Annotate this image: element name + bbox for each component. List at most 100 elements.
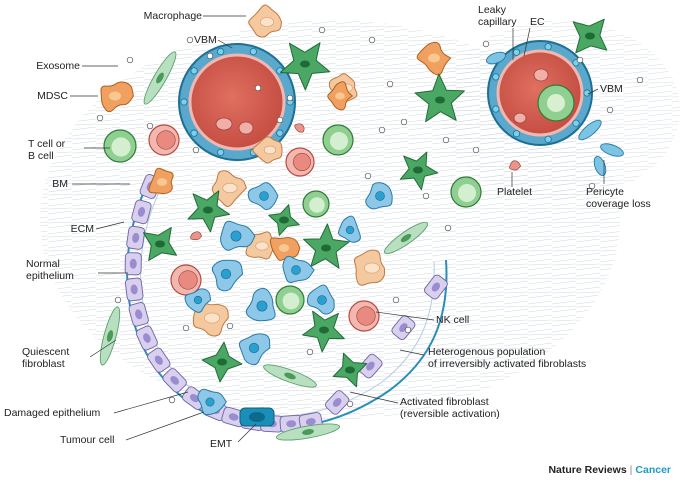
lymphocyte-nucleus [458, 184, 476, 202]
pericyte-cell [485, 51, 507, 65]
endothelial-nucleus [492, 73, 500, 81]
tumour-nucleus [375, 191, 385, 201]
exosome [588, 182, 596, 190]
exosome [400, 118, 408, 126]
nk-nucleus [156, 130, 176, 150]
fibroblast-nucleus [321, 244, 331, 252]
epithelial-nucleus [154, 355, 163, 365]
epithelial-cell [124, 252, 142, 276]
quiescent-nucleus [400, 233, 412, 243]
tumour-nucleus [230, 230, 242, 242]
exosome [182, 324, 190, 332]
epithelial-cell [358, 353, 383, 379]
exosome [576, 56, 584, 64]
label-emt: EMT [210, 438, 233, 450]
platelet [190, 231, 203, 241]
endothelial-nucleus [544, 135, 552, 143]
exosome [192, 146, 200, 154]
epithelial-cell [126, 225, 146, 250]
epithelial-nucleus [228, 413, 239, 421]
lymphocyte-nucleus [309, 197, 325, 213]
exosome [286, 94, 294, 102]
endothelial-nucleus [249, 47, 257, 56]
endothelial-nucleus [276, 129, 284, 137]
tumour-nucleus [248, 342, 260, 354]
epithelial-nucleus [132, 232, 140, 243]
macrophage-nucleus [364, 262, 380, 274]
label-normal-epithelium: Normal epithelium [26, 258, 74, 282]
pericyte-cell [600, 143, 624, 157]
mdsc-nucleus [428, 53, 440, 63]
exosome [392, 296, 400, 304]
epithelial-nucleus [431, 282, 441, 292]
label-ecm: ECM [70, 223, 94, 235]
exosome [606, 106, 614, 114]
endothelial-nucleus [190, 67, 198, 75]
epithelial-nucleus [129, 258, 137, 269]
epithelial-nucleus [135, 309, 143, 320]
lymphocyte-nucleus [111, 137, 131, 157]
tumour-nucleus [220, 268, 232, 280]
exosome [422, 192, 430, 200]
label-pericyte: Pericyte coverage loss [586, 186, 651, 210]
label-heterogenous-fibroblasts: Heterogenous population of irreversibly … [428, 346, 587, 370]
pericyte-cell [593, 155, 607, 177]
exosome [114, 296, 122, 304]
label-mdsc: MDSC [37, 90, 68, 102]
exosome [442, 136, 450, 144]
label-damaged-epithelium: Damaged epithelium [4, 407, 101, 419]
epithelial-cell [128, 302, 149, 327]
epithelial-cell [147, 347, 171, 373]
label-quiescent-fibroblast: Quiescent fibroblast [22, 346, 70, 370]
credit-separator: | [629, 464, 633, 476]
mdsc-nucleus [109, 91, 121, 101]
fibroblast-nucleus [279, 216, 289, 224]
exosome [168, 396, 176, 404]
macrophage-nucleus [204, 312, 220, 324]
leader-lines [70, 15, 605, 443]
exosome [276, 116, 284, 124]
endothelial-nucleus [572, 119, 580, 127]
macrophage-nucleus [222, 182, 238, 194]
epithelial-nucleus [286, 420, 297, 428]
exosome [254, 84, 262, 92]
exosome [126, 56, 134, 64]
label-ec: EC [530, 16, 545, 28]
platelet [509, 160, 522, 171]
label-leaky-capillary: Leaky capillary [478, 4, 517, 28]
exosome [404, 326, 412, 334]
exosome [96, 114, 104, 122]
platelet [294, 123, 305, 133]
tumour-nucleus [259, 191, 269, 201]
nk-nucleus [293, 153, 311, 171]
label-vbm-left: VBM [194, 34, 217, 46]
blood-vessel-left [178, 43, 296, 161]
journal-credit: Nature Reviews|Cancer [548, 464, 671, 476]
exosome [386, 80, 394, 88]
exosome [306, 348, 314, 356]
endothelial-nucleus [544, 43, 552, 51]
nk-nucleus [178, 270, 198, 290]
exosome [318, 26, 326, 34]
exosome [206, 52, 214, 60]
quiescent-nucleus [284, 372, 296, 380]
label-exosome: Exosome [36, 60, 80, 72]
macrophage-nucleus [263, 145, 277, 155]
label-macrophage: Macrophage [143, 10, 202, 22]
tumour-nucleus [193, 295, 203, 305]
endothelial-nucleus [512, 130, 521, 138]
fibroblast-nucleus [413, 166, 423, 174]
epithelial-cell [325, 390, 350, 415]
epithelial-nucleus [189, 394, 200, 403]
tumour-nucleus [291, 265, 301, 275]
nk-nucleus [356, 306, 376, 326]
epithelial-nucleus [366, 361, 375, 371]
macrophage-nucleus [255, 241, 269, 251]
epithelial-nucleus [305, 418, 316, 426]
endothelial-nucleus [512, 48, 521, 56]
label-activated-fibroblast: Activated fibroblast (reversible activat… [400, 396, 500, 420]
lymphocyte-nucleus [330, 132, 348, 150]
fibroblast-nucleus [203, 206, 213, 214]
